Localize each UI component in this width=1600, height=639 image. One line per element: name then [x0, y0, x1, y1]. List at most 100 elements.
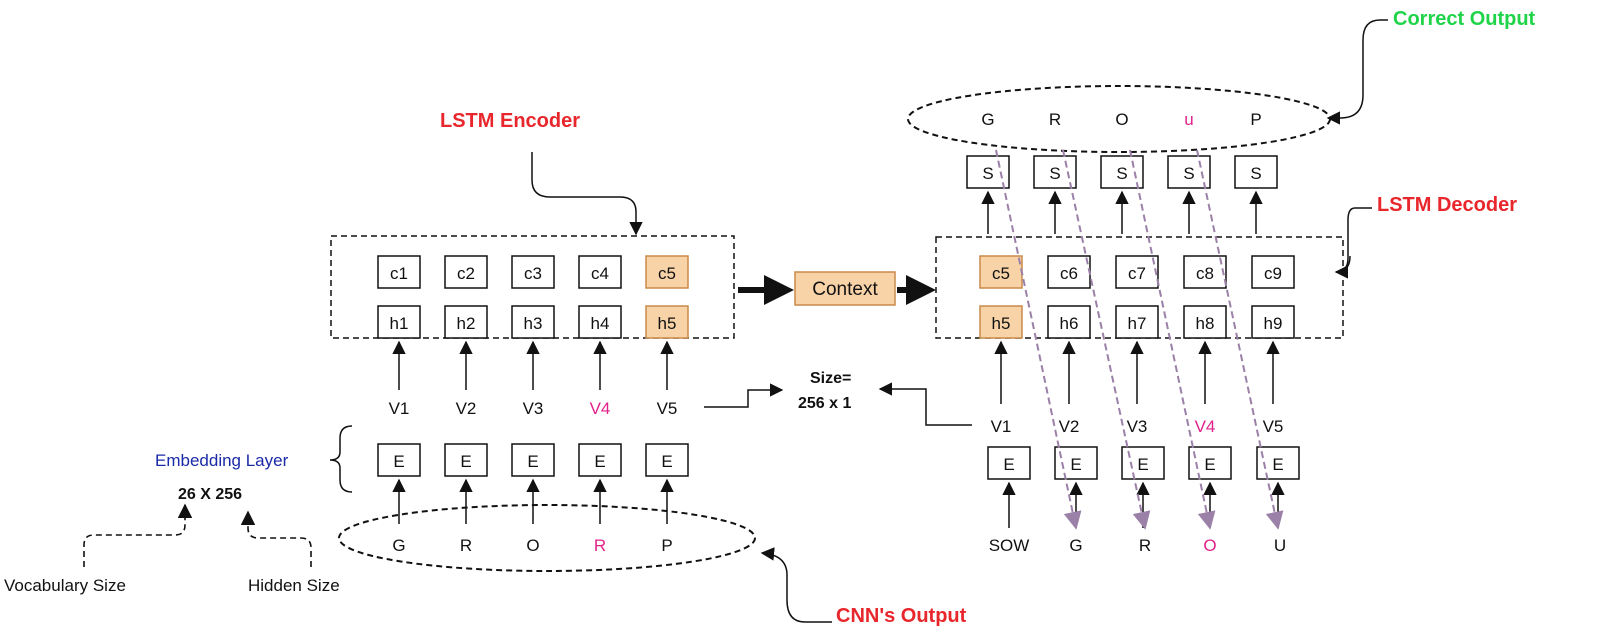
decoder-input-label: U — [1274, 536, 1286, 555]
correct-output-title: Correct Output — [1393, 8, 1536, 30]
encoder-vector-label: V1 — [389, 399, 410, 418]
decoder-embed-label: E — [1137, 455, 1148, 474]
correct-output-arrow — [1326, 19, 1388, 125]
encoder-box — [330, 235, 735, 339]
encoder-column-2: c2 h2 V2 E R — [444, 255, 488, 555]
decoder-embed-label: E — [1003, 455, 1014, 474]
encoder-column-4: c4 h4 V4 E R — [578, 255, 622, 555]
teacher-forcing-arrow — [1196, 149, 1284, 530]
encoder-vector-label: V3 — [523, 399, 544, 418]
encoder-h-label: h5 — [658, 314, 677, 333]
decoder-c-cell — [1115, 255, 1159, 289]
decoder-softmax-cell — [1234, 155, 1278, 189]
encoder-input-label: G — [392, 536, 405, 555]
encoder-embed-cell — [377, 443, 421, 477]
decoder-embed-label: E — [1204, 455, 1215, 474]
embedding-brace — [329, 425, 353, 493]
encoder-c-label: c2 — [457, 264, 475, 283]
decoder-output-label: P — [1250, 110, 1261, 129]
vocabulary-size-arrow — [83, 503, 193, 567]
encoder-c-cell — [377, 255, 421, 289]
decoder-c-label: c9 — [1264, 264, 1282, 283]
decoder-h-cell — [1047, 305, 1091, 339]
decoder-title-arrow-line — [1335, 207, 1372, 273]
lstm-encoder-title: LSTM Encoder — [440, 110, 580, 132]
encoder-title-arrow — [531, 152, 643, 236]
cnn-output-arrow — [760, 547, 832, 623]
embedding-dims-label: 26 X 256 — [178, 486, 242, 503]
decoder-h-label: h9 — [1264, 314, 1283, 333]
encoder-h-cell — [444, 305, 488, 339]
encoder-h-label: h4 — [591, 314, 610, 333]
encoder-h-cell — [511, 305, 555, 339]
decoder-column-5: S P c9 h9 V5 E U — [1234, 110, 1300, 555]
decoder-softmax-label: S — [1183, 164, 1194, 183]
decoder-vector-label: V5 — [1263, 417, 1284, 436]
decoder-h-cell-highlight — [979, 305, 1023, 339]
encoder-embed-cell — [645, 443, 689, 477]
decoder-softmax-label: S — [982, 164, 993, 183]
size-label-line1: Size= — [810, 370, 851, 387]
decoder-h-label: h6 — [1060, 314, 1079, 333]
decoder-input-label-highlight: O — [1203, 536, 1216, 555]
decoder-h-cell — [1115, 305, 1159, 339]
size-label-line2: 256 x 1 — [798, 395, 851, 412]
encoder-c-cell-highlight — [645, 255, 689, 289]
decoder-h-label: h5 — [992, 314, 1011, 333]
decoder-input-label: G — [1069, 536, 1082, 555]
decoder-c-cell — [1183, 255, 1227, 289]
decoder-softmax-label: S — [1250, 164, 1261, 183]
decoder-softmax-label: S — [1049, 164, 1060, 183]
decoder-column-1: S G c5 h5 V1 E SOW — [966, 110, 1031, 555]
encoder-c-label: c4 — [591, 264, 609, 283]
cnn-output-title: CNN's Output — [836, 605, 967, 627]
encoder-column-5: c5 h5 V5 E P — [645, 255, 689, 555]
decoder-embed-cell — [1121, 446, 1165, 480]
decoder-embed-cell — [987, 446, 1031, 480]
encoder-input-label: O — [526, 536, 539, 555]
encoder-input-label: P — [661, 536, 672, 555]
decoder-embed-label: E — [1272, 455, 1283, 474]
decoder-input-label: SOW — [989, 536, 1030, 555]
decoder-embed-label: E — [1070, 455, 1081, 474]
hidden-size-label: Hidden Size — [248, 576, 340, 595]
lstm-decoder-title: LSTM Decoder — [1377, 194, 1517, 216]
decoder-vector-label: V2 — [1059, 417, 1080, 436]
decoder-c-cell — [1047, 255, 1091, 289]
teacher-forcing-arrow — [1129, 149, 1216, 530]
decoder-softmax-label: S — [1116, 164, 1127, 183]
vocabulary-size-label: Vocabulary Size — [4, 576, 126, 595]
encoder-vector-label: V2 — [456, 399, 477, 418]
teacher-forcing-arrow — [1062, 149, 1151, 530]
decoder-softmax-cell — [1033, 155, 1077, 189]
encoder-c-cell — [444, 255, 488, 289]
encoder-c-label: c1 — [390, 264, 408, 283]
context-label: Context — [812, 279, 878, 300]
encoder-embed-label: E — [661, 452, 672, 471]
decoder-c-cell — [1251, 255, 1295, 289]
decoder-h-cell — [1251, 305, 1295, 339]
decoder-c-label: c6 — [1060, 264, 1078, 283]
decoder-vector-label: V1 — [991, 417, 1012, 436]
encoder-embed-label: E — [594, 452, 605, 471]
encoder-h-cell-highlight — [645, 305, 689, 339]
decoder-c-label: c5 — [992, 264, 1010, 283]
encoder-embed-label: E — [393, 452, 404, 471]
encoder-embed-cell — [511, 443, 555, 477]
encoder-c-label: c3 — [524, 264, 542, 283]
hidden-size-arrow — [240, 510, 312, 567]
decoder-title-arrow — [1334, 255, 1351, 279]
encoder-h-cell — [377, 305, 421, 339]
decoder-column-3: S O c7 h7 V3 E R — [1100, 110, 1165, 555]
decoder-h-cell — [1183, 305, 1227, 339]
correct-output-ellipse — [907, 85, 1331, 153]
encoder-embed-label: E — [460, 452, 471, 471]
decoder-output-label: R — [1049, 110, 1061, 129]
encoder-column-1: c1 h1 V1 E G — [377, 255, 421, 555]
embedding-layer-label: Embedding Layer — [155, 451, 289, 470]
decoder-output-label-highlight: u — [1184, 110, 1193, 129]
decoder-c-label: c8 — [1196, 264, 1214, 283]
teacher-forcing-arrow — [995, 149, 1082, 530]
decoder-c-label: c7 — [1128, 264, 1146, 283]
